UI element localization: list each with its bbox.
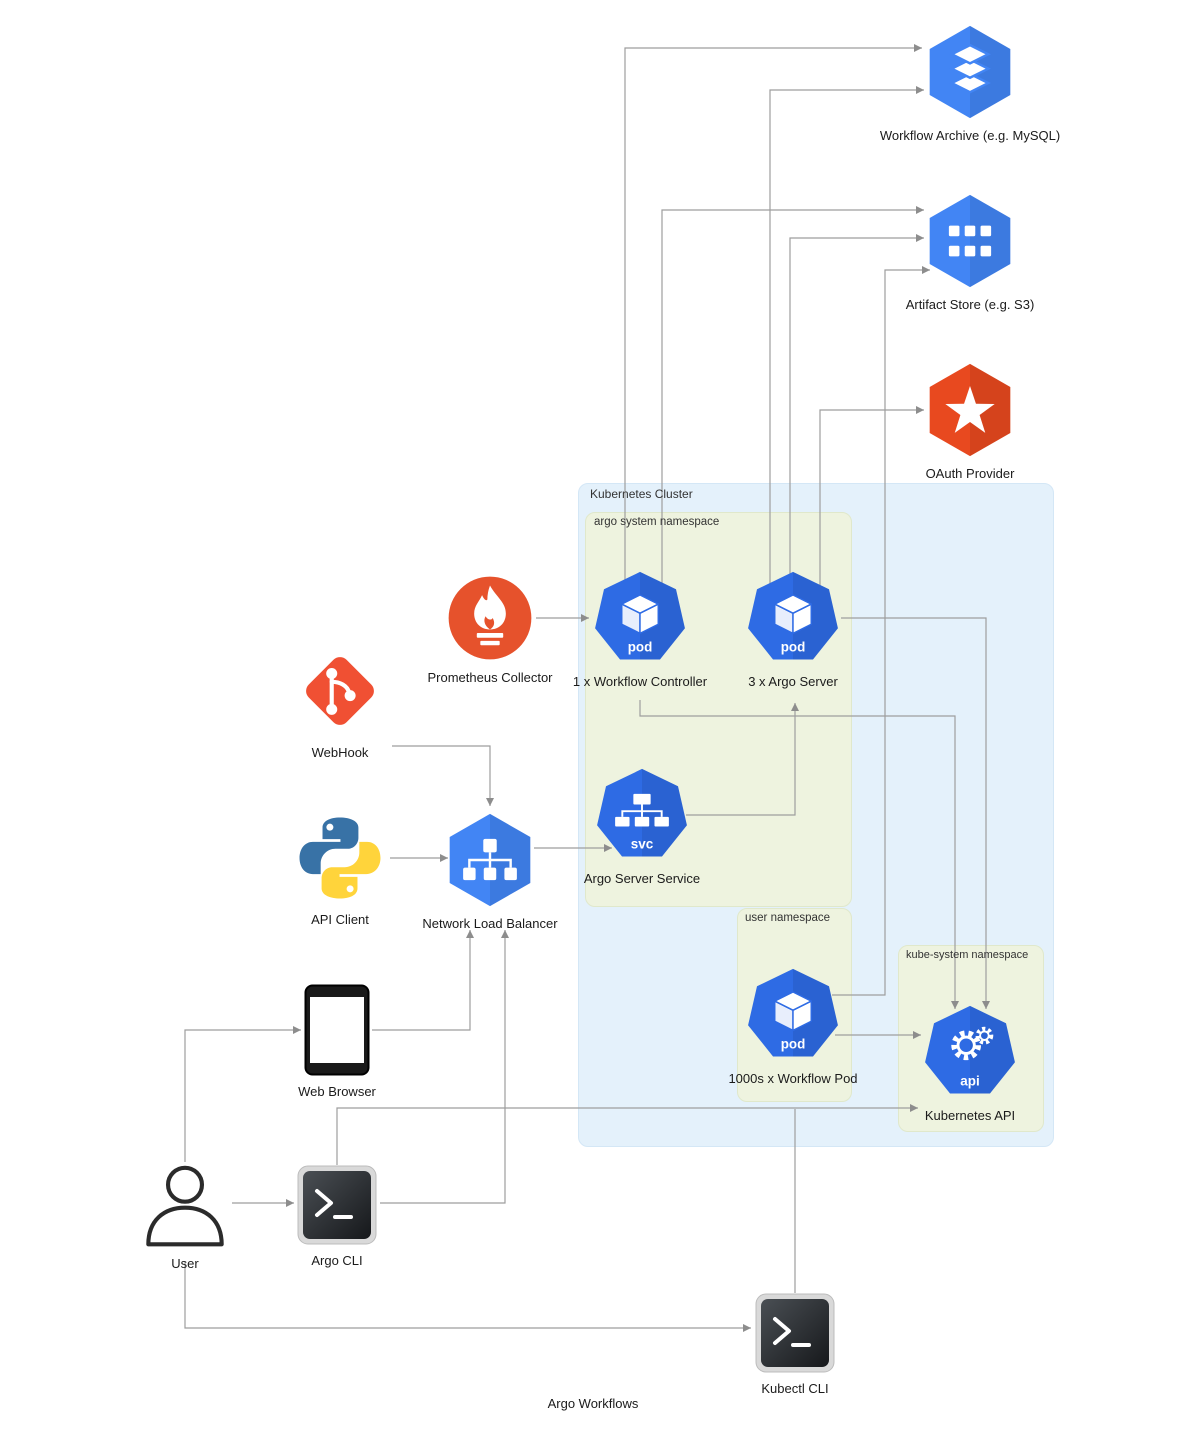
kubernetes-api-label: Kubernetes API — [924, 1108, 1016, 1123]
argo-cli-node: Argo CLI — [237, 1165, 437, 1269]
argo-system-namespace-label: argo system namespace — [594, 516, 720, 528]
kubectl-cli-node: Kubectl CLI — [695, 1293, 895, 1397]
kubernetes-api-node: api Kubernetes API — [870, 1004, 1070, 1124]
workflow-archive-label: Workflow Archive (e.g. MySQL) — [879, 128, 1061, 143]
argo-cli-label: Argo CLI — [311, 1253, 363, 1268]
artifact-store-node: Artifact Store (e.g. S3) — [870, 193, 1070, 313]
oauth-provider-label: OAuth Provider — [925, 466, 1015, 481]
connector-user-to-kubectl — [184, 1262, 751, 1332]
api-heptagon-icon: api — [925, 1005, 1015, 1094]
connector-browser-to-nlb — [372, 930, 474, 1031]
workflow-archive-node: Workflow Archive (e.g. MySQL) — [870, 24, 1070, 144]
connector-webhook-to-nlb — [392, 745, 494, 806]
api-client-node: API Client — [240, 812, 440, 928]
artifact-store-label: Artifact Store (e.g. S3) — [905, 297, 1035, 312]
argo-server-service-node: svc Argo Server Service — [542, 767, 742, 887]
database-hexagon-icon — [929, 25, 1011, 119]
user-label: User — [171, 1256, 199, 1271]
api-client-label: API Client — [311, 912, 369, 927]
connector-server-to-archive — [769, 86, 924, 600]
kubernetes-cluster-label: Kubernetes Cluster — [590, 487, 693, 501]
user-person-icon — [146, 1165, 224, 1247]
prometheus-flame-icon — [448, 576, 532, 660]
webhook-label: WebHook — [311, 745, 369, 760]
browser-device-icon — [304, 984, 370, 1076]
prometheus-label: Prometheus Collector — [427, 670, 553, 685]
workflow-pod-node: pod 1000s x Workflow Pod — [693, 967, 893, 1087]
workflow-controller-node: pod 1 x Workflow Controller — [540, 570, 740, 690]
diagram-title: Argo Workflows — [547, 1396, 639, 1411]
pod-icon-text: pod — [628, 640, 653, 655]
workflow-pod-label: 1000s x Workflow Pod — [728, 1071, 858, 1086]
nlb-node: Network Load Balancer — [390, 812, 590, 932]
connector-service-to-server — [686, 703, 799, 816]
terminal-icon — [755, 1293, 835, 1373]
user-namespace-label: user namespace — [745, 912, 831, 924]
api-icon-text: api — [960, 1074, 979, 1089]
connector-server-to-artifact-store — [789, 234, 924, 600]
argo-server-service-label: Argo Server Service — [583, 871, 701, 886]
web-browser-node: Web Browser — [237, 984, 437, 1100]
oauth-star-hexagon-icon — [929, 363, 1011, 457]
prometheus-node: Prometheus Collector — [390, 574, 590, 686]
oauth-provider-node: OAuth Provider — [870, 362, 1070, 482]
pod-icon-text: pod — [781, 640, 806, 655]
terminal-icon — [297, 1165, 377, 1245]
pod-icon-text: pod — [781, 1037, 806, 1052]
git-webhook-icon — [306, 657, 374, 725]
connector-controller-to-archive — [624, 44, 922, 600]
pod-heptagon-icon: pod — [595, 571, 685, 660]
webhook-node: WebHook — [240, 645, 440, 761]
svc-icon-text: svc — [631, 837, 654, 852]
connector-argo-cli-to-nlb — [380, 930, 509, 1204]
connector-server-to-oauth — [819, 406, 924, 600]
pod-heptagon-icon: pod — [748, 571, 838, 660]
service-heptagon-icon: svc — [597, 768, 687, 857]
argo-server-label: 3 x Argo Server — [748, 674, 838, 689]
pod-heptagon-icon: pod — [748, 968, 838, 1057]
connector-argo-cli-to-k8s-api — [336, 1104, 918, 1165]
storage-hexagon-icon — [929, 194, 1011, 288]
connector-controller-to-artifact-store — [661, 206, 924, 600]
web-browser-label: Web Browser — [298, 1084, 376, 1099]
kubectl-cli-label: Kubectl CLI — [761, 1381, 829, 1396]
nlb-label: Network Load Balancer — [422, 916, 558, 931]
connector-controller-to-k8s-api — [639, 700, 959, 1009]
connector-server-to-k8s-api — [841, 617, 990, 1009]
connector-workflow-pod-to-artifact-store — [832, 266, 930, 996]
python-icon — [299, 817, 381, 899]
connector-user-to-browser — [184, 1026, 301, 1162]
user-node: User — [85, 1160, 285, 1272]
kube-system-namespace-label: kube-system namespace — [906, 949, 1029, 961]
argo-server-node: pod 3 x Argo Server — [693, 570, 893, 690]
load-balancer-hexagon-icon — [449, 813, 531, 907]
workflow-controller-label: 1 x Workflow Controller — [572, 674, 708, 689]
